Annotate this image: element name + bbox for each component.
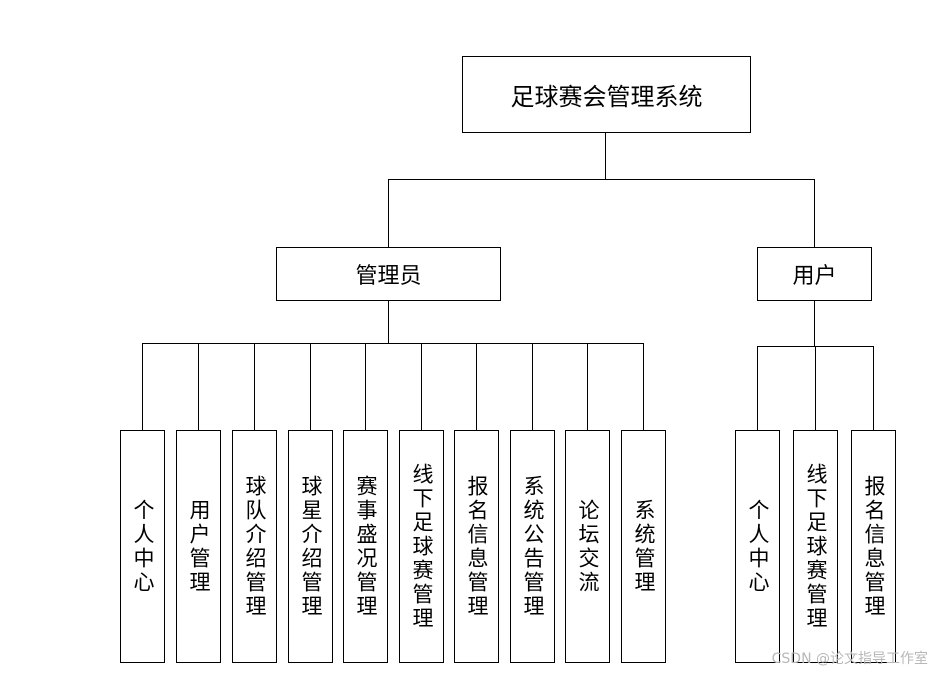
connector-line — [757, 346, 758, 431]
connector-line — [388, 179, 389, 247]
connector-line — [365, 343, 366, 431]
admin-module-node: 球队介绍管理 — [232, 430, 277, 663]
connector-line — [388, 300, 389, 344]
admin-module-node: 系统公告管理 — [510, 430, 555, 663]
admin-module-node: 论坛交流 — [565, 430, 610, 663]
connector-line — [142, 343, 143, 431]
admin-module-node: 球星介绍管理 — [288, 430, 333, 663]
connector-line — [814, 300, 815, 347]
role-node-admin: 管理员 — [276, 247, 501, 301]
connector-line — [254, 343, 255, 431]
connector-line — [815, 346, 816, 431]
admin-module-node: 报名信息管理 — [454, 430, 499, 663]
connector-line — [814, 179, 815, 247]
connector-line — [605, 133, 606, 180]
connector-line — [388, 179, 815, 180]
admin-module-node: 用户管理 — [176, 430, 221, 663]
watermark: CSDN @论文指导工作室 — [771, 651, 928, 667]
root-node: 足球赛会管理系统 — [462, 56, 751, 133]
connector-line — [142, 343, 644, 344]
user-module-node: 线下足球赛管理 — [793, 430, 838, 663]
connector-line — [587, 343, 588, 431]
connector-line — [476, 343, 477, 431]
connector-line — [532, 343, 533, 431]
admin-module-node: 线下足球赛管理 — [399, 430, 444, 663]
admin-module-node: 系统管理 — [621, 430, 666, 663]
connector-line — [421, 343, 422, 431]
user-module-node: 报名信息管理 — [851, 430, 896, 663]
connector-line — [310, 343, 311, 431]
admin-module-node: 个人中心 — [120, 430, 165, 663]
admin-module-node: 赛事盛况管理 — [343, 430, 388, 663]
connector-line — [643, 343, 644, 431]
user-module-node: 个人中心 — [735, 430, 780, 663]
role-node-user: 用户 — [757, 247, 872, 301]
connector-line — [873, 346, 874, 431]
connector-line — [198, 343, 199, 431]
